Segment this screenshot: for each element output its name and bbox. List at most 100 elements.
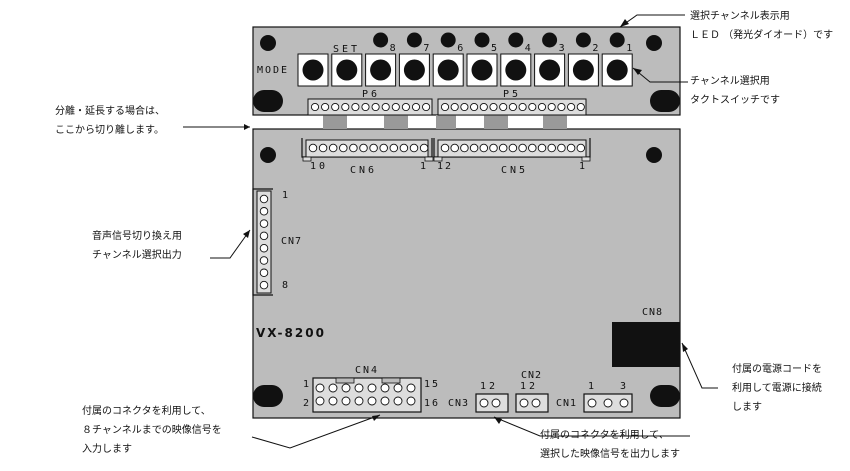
cn5-pin: [518, 143, 527, 153]
connector-pin: [603, 398, 613, 408]
channel-switch-8[interactable]: [365, 53, 397, 87]
cn5-pin: [450, 143, 459, 153]
cn4-pin: [328, 396, 338, 406]
switch-knob: [302, 59, 324, 81]
cn4-pin: [406, 396, 416, 406]
board-link: [323, 115, 347, 129]
mounting-hole: [646, 147, 662, 163]
channel-led-6: [440, 32, 456, 48]
p6-pin: [381, 102, 390, 112]
switch-knob: [539, 59, 561, 81]
p6-pin: [361, 102, 370, 112]
board-link: [384, 115, 408, 129]
channel-switch-1[interactable]: [601, 53, 633, 87]
annotation-led: 選択チャンネル表示用 ＬＥＤ （発光ダイオード）です: [690, 11, 834, 41]
cn4-pin: [406, 383, 416, 393]
p5-pin: [528, 102, 537, 112]
cn5-pin: [547, 143, 556, 153]
channel-switch-6[interactable]: [432, 53, 464, 87]
p5-pin: [460, 102, 469, 112]
cn8-label: CN8: [642, 307, 664, 318]
p5-pin: [557, 102, 566, 112]
p6-pin: [411, 102, 421, 112]
cn6-pin: [318, 143, 328, 153]
cn6-pin-right: 1: [420, 161, 427, 172]
cn4-pin: [393, 396, 403, 406]
cn6-pin: [369, 143, 378, 153]
cn7-pin: [259, 280, 269, 290]
p5-pin: [499, 102, 508, 112]
p5-pin: [479, 102, 488, 112]
annotation-output: 付属のコネクタを利用して、 選択した映像信号を出力します: [540, 430, 680, 460]
cn4-pin: [328, 383, 338, 393]
channel-switch-2[interactable]: [567, 53, 599, 87]
cn7-pin: [259, 194, 269, 204]
channel-number-label: 8: [389, 43, 396, 54]
board-link: [436, 115, 456, 129]
cn7-label: CN7: [281, 236, 303, 247]
cn5-pin-right: 1: [579, 161, 586, 172]
cn5-pin: [460, 143, 469, 153]
cn4-pin: [393, 383, 403, 393]
mode-switch[interactable]: [297, 53, 329, 87]
switch-knob: [336, 59, 358, 81]
channel-led-8: [373, 32, 389, 48]
p6-pin: [371, 102, 380, 112]
connector-pin: [531, 398, 541, 408]
connector-pin: [587, 398, 597, 408]
cn6-pin: [409, 143, 419, 153]
annotation-separation: 分離・延長する場合は、 ここから切り離します。: [55, 106, 165, 136]
board-link: [484, 115, 508, 129]
channel-switch-5[interactable]: [466, 53, 498, 87]
model-name: VX-8200: [256, 326, 326, 340]
cn5-pin-left: 12: [437, 161, 454, 172]
mounting-hole: [646, 35, 662, 51]
cn4-pin: [380, 383, 390, 393]
mounting-slot: [253, 90, 283, 112]
cn4-pin: [367, 383, 377, 393]
p5-label: P5: [503, 89, 522, 100]
p6-pin: [310, 102, 320, 112]
channel-switch-4[interactable]: [500, 53, 532, 87]
set-switch[interactable]: [331, 53, 363, 87]
cn7-pin-top: 1: [282, 190, 289, 201]
cn8-power-connector: [612, 322, 680, 367]
set-label: SET: [333, 44, 361, 55]
cn6-pin: [349, 143, 358, 153]
annotation-tact-switch: チャンネル選択用 タクトスイッチです: [690, 76, 780, 106]
channel-led-5: [474, 32, 490, 48]
mounting-slot: [253, 385, 283, 407]
p6-header: [307, 98, 433, 116]
channel-switch-7[interactable]: [398, 53, 430, 87]
cn4-pin: [354, 396, 364, 406]
cn5-pin: [528, 143, 537, 153]
cn6-pin: [359, 143, 368, 153]
p6-pin: [321, 102, 330, 112]
p5-pin: [440, 102, 450, 112]
cn7-pin-bottom: 8: [282, 280, 289, 291]
p6-label: P6: [362, 89, 381, 100]
switch-knob: [370, 59, 392, 81]
cn7-pin: [259, 207, 269, 216]
cn4-pin: [380, 396, 390, 406]
channel-switch-3[interactable]: [534, 53, 566, 87]
channel-number-label: 3: [558, 43, 565, 54]
p5-pin: [537, 102, 547, 112]
switch-knob: [505, 59, 527, 81]
p5-pin: [450, 102, 459, 112]
switch-knob: [437, 59, 459, 81]
p5-pin: [576, 102, 585, 112]
board-link: [543, 115, 567, 129]
cn5-pin: [479, 143, 489, 153]
cn7-pin: [259, 243, 269, 253]
channel-led-3: [542, 32, 558, 48]
p5-pin: [547, 102, 556, 112]
cn4-pin: [315, 383, 325, 393]
p6-pin: [331, 102, 340, 112]
cn4-pin: [315, 396, 325, 406]
cn5-pin: [557, 143, 566, 153]
cn5-pin: [508, 143, 518, 153]
p6-pin: [341, 102, 350, 112]
cn2-pins: 12: [520, 381, 539, 392]
